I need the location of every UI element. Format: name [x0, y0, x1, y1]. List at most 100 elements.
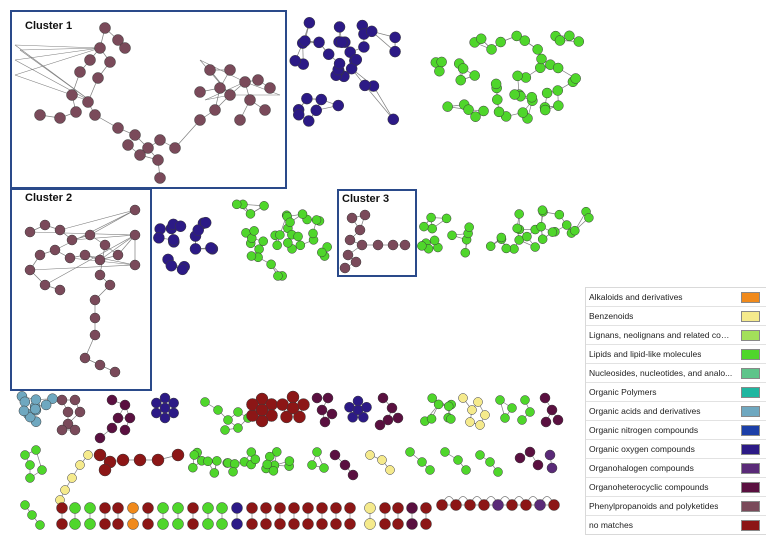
network-node[interactable]: [165, 259, 178, 272]
network-node[interactable]: [553, 100, 564, 111]
network-node[interactable]: [233, 407, 243, 417]
network-node[interactable]: [303, 17, 316, 29]
network-node[interactable]: [420, 502, 432, 514]
network-node[interactable]: [546, 404, 558, 416]
network-node[interactable]: [473, 397, 483, 407]
network-node[interactable]: [440, 447, 450, 457]
network-node[interactable]: [199, 216, 212, 229]
network-node[interactable]: [39, 219, 51, 231]
network-node[interactable]: [347, 469, 359, 481]
network-node[interactable]: [540, 416, 552, 428]
network-node[interactable]: [259, 201, 269, 211]
network-node[interactable]: [74, 406, 86, 418]
network-node[interactable]: [129, 259, 141, 271]
network-node[interactable]: [35, 520, 45, 530]
network-node[interactable]: [464, 499, 476, 511]
network-node[interactable]: [56, 502, 68, 514]
network-node[interactable]: [554, 209, 565, 220]
network-node[interactable]: [74, 66, 86, 78]
network-node[interactable]: [69, 424, 81, 436]
network-node[interactable]: [194, 114, 206, 126]
network-node[interactable]: [319, 416, 331, 428]
network-node[interactable]: [172, 502, 184, 514]
network-node[interactable]: [344, 502, 356, 514]
network-node[interactable]: [280, 410, 293, 424]
network-node[interactable]: [463, 104, 474, 115]
network-node[interactable]: [84, 518, 96, 530]
network-node[interactable]: [517, 415, 527, 425]
network-node[interactable]: [475, 420, 485, 430]
network-node[interactable]: [392, 502, 404, 514]
network-node[interactable]: [245, 209, 256, 219]
network-node[interactable]: [153, 232, 165, 244]
network-node[interactable]: [189, 450, 200, 460]
network-node[interactable]: [406, 502, 418, 514]
network-node[interactable]: [151, 407, 162, 419]
network-node[interactable]: [293, 109, 305, 121]
network-node[interactable]: [297, 209, 308, 219]
network-node[interactable]: [20, 450, 30, 460]
network-node[interactable]: [470, 111, 481, 122]
network-node[interactable]: [202, 518, 214, 530]
network-node[interactable]: [34, 249, 46, 261]
network-node[interactable]: [30, 403, 41, 415]
network-node[interactable]: [530, 242, 540, 252]
network-node[interactable]: [220, 425, 230, 435]
network-node[interactable]: [302, 518, 314, 530]
network-node[interactable]: [20, 500, 30, 510]
network-node[interactable]: [441, 213, 452, 224]
network-node[interactable]: [252, 74, 264, 86]
network-node[interactable]: [187, 502, 199, 514]
network-node[interactable]: [272, 240, 282, 251]
network-node[interactable]: [212, 456, 222, 466]
network-node[interactable]: [119, 399, 131, 411]
network-node[interactable]: [188, 462, 198, 473]
network-node[interactable]: [244, 94, 256, 106]
network-node[interactable]: [480, 410, 490, 420]
network-node[interactable]: [79, 249, 91, 261]
network-node[interactable]: [274, 502, 286, 514]
network-node[interactable]: [385, 465, 395, 475]
network-node[interactable]: [94, 42, 106, 54]
network-node[interactable]: [316, 502, 328, 514]
network-node[interactable]: [377, 392, 389, 404]
network-node[interactable]: [485, 457, 495, 467]
network-node[interactable]: [506, 499, 518, 511]
network-node[interactable]: [89, 329, 101, 341]
network-node[interactable]: [154, 172, 166, 184]
network-node[interactable]: [570, 225, 580, 236]
network-node[interactable]: [330, 502, 342, 514]
network-node[interactable]: [119, 424, 131, 436]
network-node[interactable]: [520, 395, 530, 405]
network-node[interactable]: [79, 352, 91, 364]
network-node[interactable]: [293, 410, 306, 424]
network-node[interactable]: [286, 390, 300, 404]
network-node[interactable]: [525, 407, 535, 417]
network-node[interactable]: [554, 35, 566, 46]
network-node[interactable]: [399, 239, 411, 251]
network-node[interactable]: [19, 396, 31, 408]
network-node[interactable]: [316, 518, 328, 530]
network-node[interactable]: [54, 224, 66, 236]
network-node[interactable]: [64, 252, 76, 264]
network-node[interactable]: [259, 104, 271, 116]
network-node[interactable]: [239, 76, 251, 88]
network-node[interactable]: [382, 414, 394, 426]
network-node[interactable]: [94, 254, 106, 266]
network-node[interactable]: [112, 34, 124, 46]
network-node[interactable]: [564, 30, 575, 42]
network-node[interactable]: [202, 502, 214, 514]
network-node[interactable]: [442, 101, 453, 112]
network-node[interactable]: [308, 228, 318, 239]
network-node[interactable]: [94, 432, 106, 444]
network-node[interactable]: [461, 465, 471, 475]
network-node[interactable]: [69, 394, 81, 406]
network-node[interactable]: [129, 129, 141, 141]
network-node[interactable]: [209, 104, 221, 116]
network-node[interactable]: [246, 502, 258, 514]
network-node[interactable]: [446, 414, 456, 424]
network-node[interactable]: [356, 239, 368, 251]
network-node[interactable]: [552, 85, 564, 96]
network-node[interactable]: [319, 463, 329, 473]
network-node[interactable]: [75, 460, 85, 470]
